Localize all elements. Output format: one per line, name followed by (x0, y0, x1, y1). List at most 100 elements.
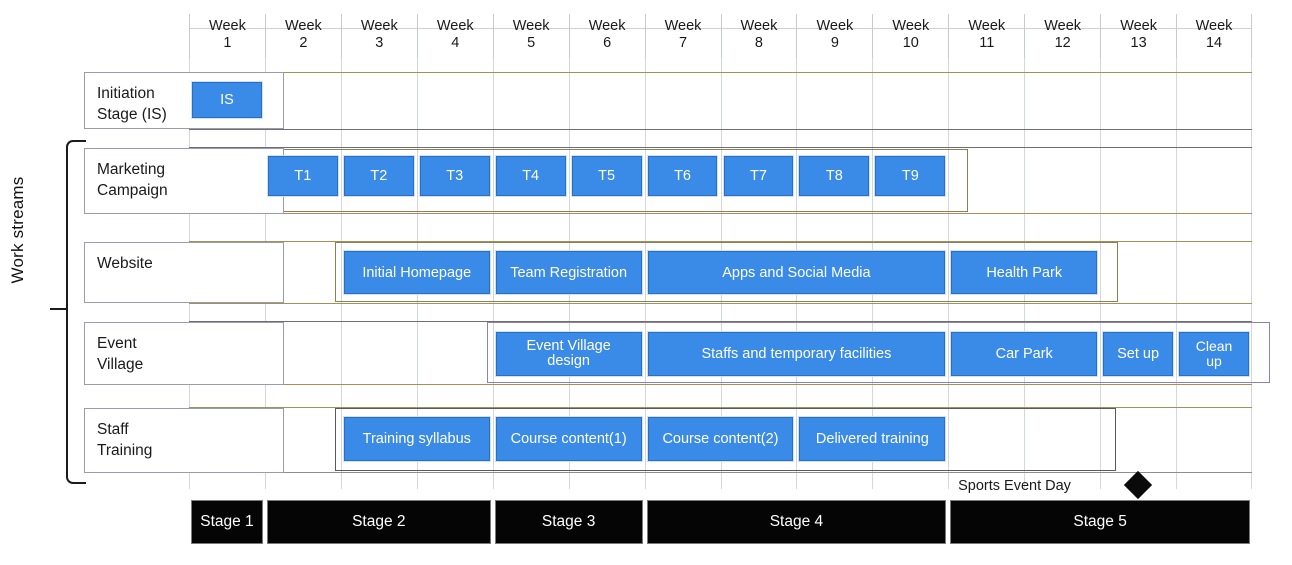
group-outline-website (334, 242, 1119, 302)
task-bar-initiation-1[interactable]: IS (192, 82, 262, 118)
week-header-prefix: Week (740, 18, 778, 34)
lane-separator-3 (189, 213, 1252, 214)
task-bar-label: T2 (370, 168, 388, 184)
task-bar-staff-training-2[interactable]: Course content(1) (495, 417, 642, 461)
week-header-number: 5 (527, 35, 536, 51)
task-bar-marketing-2[interactable]: T2 (343, 156, 414, 196)
week-header-prefix: Week (1044, 18, 1082, 34)
week-header-prefix: Week (588, 18, 626, 34)
week-gridline-13 (1100, 58, 1176, 489)
week-header-number: 1 (223, 35, 232, 51)
stage-bar-3[interactable]: Stage 3 (494, 500, 643, 544)
week-header-number: 4 (451, 35, 460, 51)
task-bar-marketing-1[interactable]: T1 (267, 156, 338, 196)
stage-bar-label: Stage 4 (769, 513, 824, 530)
row-label-line1: Event (97, 335, 137, 352)
task-bar-marketing-5[interactable]: T5 (571, 156, 642, 196)
work-streams-axis-label: Work streams (8, 10, 32, 284)
task-bar-event-village-4[interactable]: Set up (1103, 332, 1174, 376)
week-header-prefix: Week (968, 18, 1006, 34)
task-bar-label: Apps and Social Media (722, 264, 871, 281)
row-label-website[interactable]: Website (84, 242, 284, 303)
week-header-prefix: Week (360, 18, 398, 34)
task-bar-label: T3 (446, 168, 464, 184)
week-header-prefix: Week (892, 18, 930, 34)
task-bar-marketing-6[interactable]: T6 (647, 156, 718, 196)
stage-bar-label: Stage 5 (1073, 513, 1127, 530)
week-header-number: 14 (1205, 35, 1223, 51)
week-header-number: 10 (902, 35, 919, 51)
week-header-prefix: Week (1120, 18, 1157, 34)
stage-bar-2[interactable]: Stage 2 (266, 500, 491, 544)
task-bar-website-2[interactable]: Team Registration (495, 251, 642, 294)
week-header-number: 9 (830, 35, 839, 51)
task-bar-staff-training-4[interactable]: Delivered training (799, 417, 946, 461)
week-gridline-7 (644, 58, 721, 489)
task-bar-staff-training-3[interactable]: Course content(2) (647, 417, 794, 461)
task-bar-label: Training syllabus (362, 431, 471, 447)
week-gridline-3 (340, 58, 417, 489)
task-bar-marketing-8[interactable]: T8 (799, 156, 870, 196)
week-header-number: 8 (754, 35, 763, 51)
task-bar-event-village-2[interactable]: Staffs and temporary facilities (647, 332, 946, 376)
stage-bar-4[interactable]: Stage 4 (646, 500, 947, 544)
task-bar-label: T8 (825, 168, 843, 184)
week-header-number: 7 (678, 35, 688, 51)
task-bar-label: IS (220, 92, 234, 108)
row-label-line2: Village (97, 356, 144, 373)
task-bar-label: Staffs and temporary facilities (701, 346, 892, 362)
task-bar-label: T6 (674, 168, 691, 184)
group-outline-event-village (486, 322, 1270, 383)
task-bar-label: Course content(1) (510, 431, 627, 447)
lane-separator-6 (189, 321, 1252, 322)
week-header-prefix: Week (664, 18, 702, 34)
task-bar-staff-training-1[interactable]: Training syllabus (343, 417, 490, 461)
task-bar-marketing-9[interactable]: T9 (875, 156, 946, 196)
task-bar-website-3[interactable]: Apps and Social Media (647, 251, 946, 294)
week-gridline-14 (1176, 58, 1252, 489)
stage-bar-1[interactable]: Stage 1 (191, 500, 263, 544)
row-label-line2: Stage (IS) (97, 106, 167, 123)
week-header-number: 12 (1054, 35, 1071, 51)
week-header-number: 6 (603, 35, 612, 51)
row-label-line1: Initiation (97, 85, 155, 102)
lane-separator-2 (189, 147, 1252, 148)
task-bar-marketing-3[interactable]: T3 (419, 156, 490, 196)
group-outline-staff-training (334, 408, 1117, 471)
lane-separator-5 (189, 303, 1252, 304)
lane-separator-7 (189, 384, 1252, 385)
week-header-number: 11 (979, 35, 995, 51)
task-bar-marketing-7[interactable]: T7 (723, 156, 794, 196)
task-bar-label: Car Park (995, 346, 1053, 362)
task-bar-website-1[interactable]: Initial Homepage (343, 251, 490, 294)
milestone-label: Sports Event Day (958, 478, 1071, 494)
row-label-line1: Staff (97, 421, 129, 438)
work-streams-axis-label-text: Work streams (8, 176, 27, 284)
week-header-prefix: Week (436, 18, 474, 34)
work-streams-bracket-tick (50, 308, 68, 310)
stage-bar-5[interactable]: Stage 5 (950, 500, 1250, 544)
task-bar-marketing-4[interactable]: T4 (495, 156, 566, 196)
week-header-prefix: Week (816, 18, 854, 34)
task-bar-label: Health Park (986, 264, 1063, 281)
lane-separator-8 (189, 407, 1252, 408)
task-bar-event-village-3[interactable]: Car Park (951, 332, 1098, 376)
task-bar-website-4[interactable]: Health Park (951, 251, 1098, 294)
